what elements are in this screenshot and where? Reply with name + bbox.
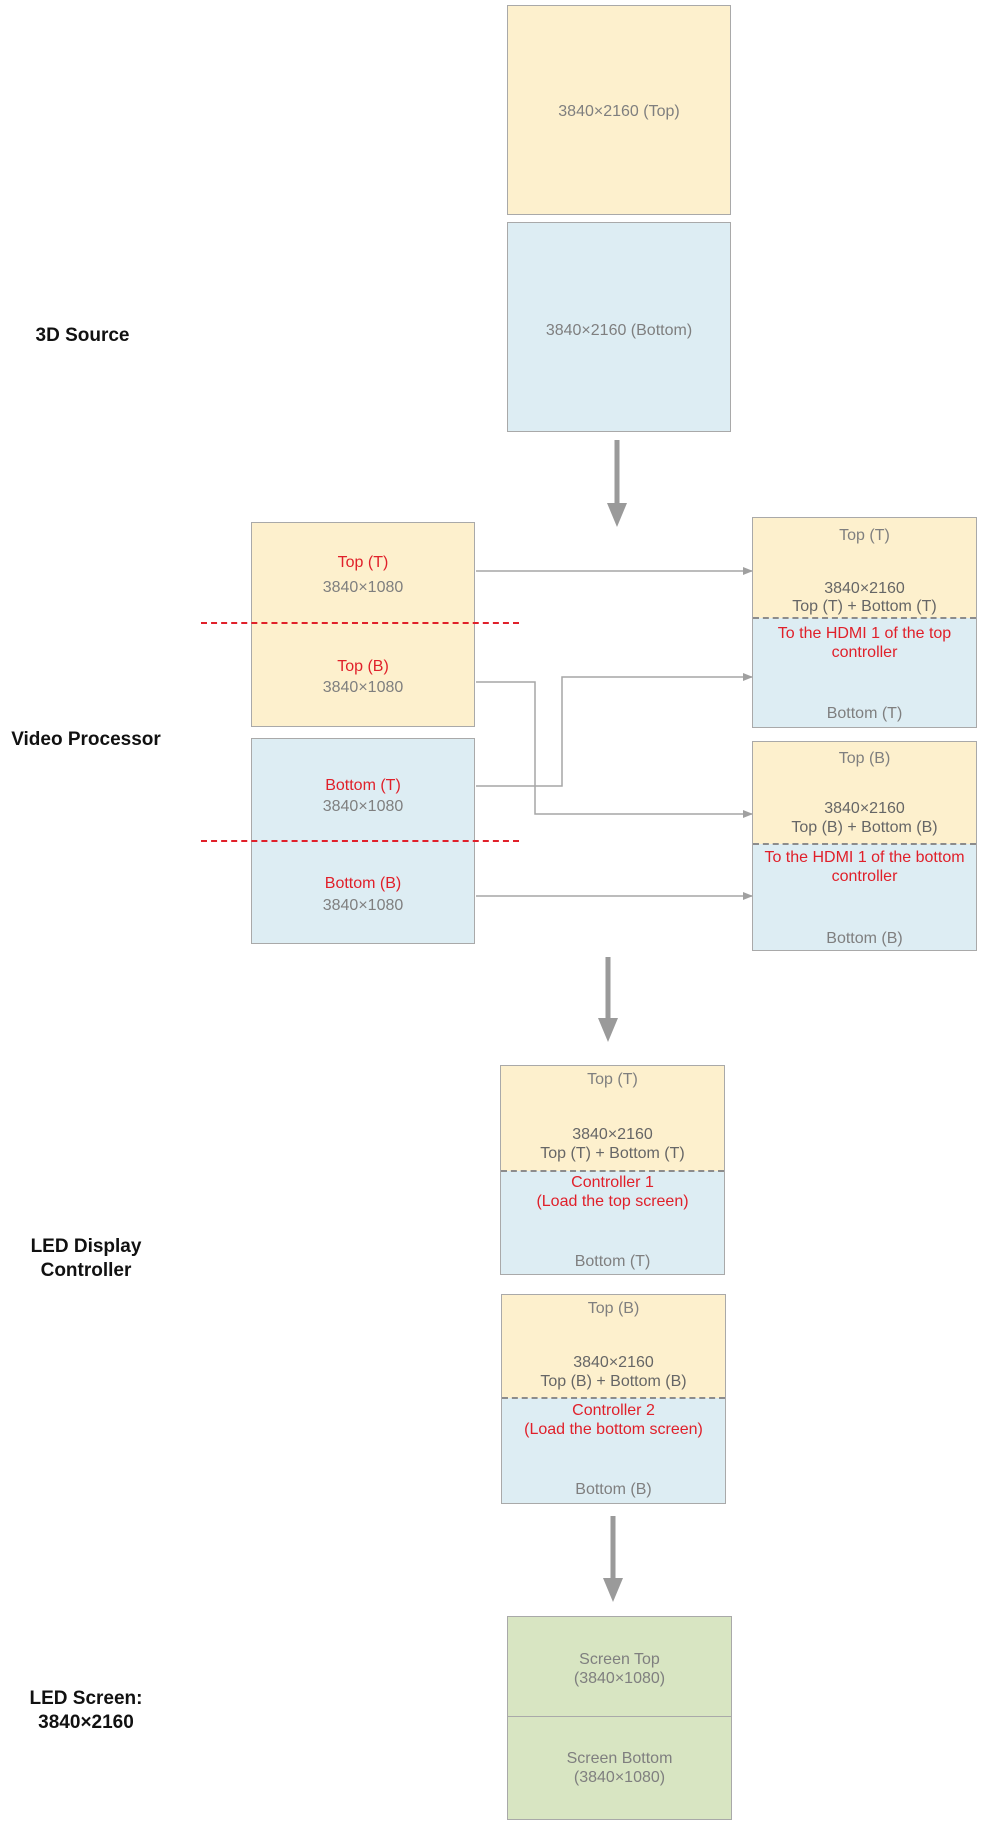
controller-1-combo: Top (T) + Bottom (T) <box>540 1145 685 1162</box>
controller-1-top-half <box>501 1066 724 1171</box>
output-2-divider <box>753 843 976 845</box>
stage-label-video-processor: Video Processor <box>11 729 161 750</box>
input-top-t-label: Top (T) <box>337 554 389 571</box>
screen-divider <box>508 1716 731 1717</box>
screen-top-name: Screen Top <box>579 1651 660 1668</box>
controller-1-bottom-label: Bottom (T) <box>574 1253 651 1270</box>
controller-2-res: 3840×2160 <box>573 1354 654 1371</box>
split-line-bottom <box>201 840 519 842</box>
split-line-top <box>201 622 519 624</box>
controller-2-box: Top (B) 3840×2160 Top (B) + Bottom (B) C… <box>501 1294 726 1504</box>
stage-label-3d-source: 3D Source <box>35 325 130 346</box>
output-1-top-half <box>753 518 976 618</box>
input-bottom-t-label: Bottom (T) <box>325 777 401 794</box>
flow-arrow-processor-to-controller <box>598 957 618 1042</box>
controller-1-bottom-half <box>501 1171 724 1274</box>
controller-1-divider <box>501 1170 724 1172</box>
stage-label-led-screen-line2: 3840×2160 <box>38 1712 134 1733</box>
controller-2-bottom-label: Bottom (B) <box>575 1481 652 1498</box>
output-1-bottom-half <box>753 618 976 727</box>
controller-1-desc: (Load the top screen) <box>536 1193 689 1210</box>
output-2-combo: Top (B) + Bottom (B) <box>791 819 938 836</box>
input-bottom-b-label: Bottom (B) <box>324 875 402 892</box>
source-top-label: 3840×2160 (Top) <box>558 103 680 120</box>
processor-input-top: Top (T) 3840×1080 Top (B) 3840×1080 <box>251 522 475 727</box>
controller-1-box: Top (T) 3840×2160 Top (T) + Bottom (T) C… <box>500 1065 725 1275</box>
stage-label-led-display-controller: LED Display Controller <box>30 1236 142 1281</box>
source-bottom-box: 3840×2160 (Bottom) <box>507 222 731 432</box>
output-1-res: 3840×2160 <box>824 580 905 597</box>
source-top-box: 3840×2160 (Top) <box>507 5 731 215</box>
processor-output-2: Top (B) 3840×2160 Top (B) + Bottom (B) T… <box>752 741 977 951</box>
screen-bottom-res: (3840×1080) <box>573 1769 666 1786</box>
controller-1-top-label: Top (T) <box>587 1071 638 1088</box>
controller-1-res: 3840×2160 <box>572 1126 653 1143</box>
output-2-res: 3840×2160 <box>824 800 905 817</box>
output-2-top-half <box>753 742 976 844</box>
controller-1-name: Controller 1 <box>571 1174 654 1191</box>
flow-arrow-controller-to-screen <box>603 1516 623 1602</box>
output-2-bottom-half <box>753 844 976 950</box>
input-top-b-res: 3840×1080 <box>322 679 404 696</box>
connector-top-b-to-output-2 <box>476 681 753 818</box>
output-2-bottom-label: Bottom (B) <box>826 930 903 947</box>
screen-bottom-name: Screen Bottom <box>566 1750 673 1767</box>
controller-2-desc: (Load the bottom screen) <box>524 1421 703 1438</box>
stage-label-led-screen-line1: LED Screen: <box>29 1688 143 1709</box>
input-bottom-t-res: 3840×1080 <box>322 798 404 815</box>
controller-2-name: Controller 2 <box>572 1402 655 1419</box>
output-1-bottom-label: Bottom (T) <box>826 705 903 722</box>
connector-bottom-t-to-output-1 <box>476 673 753 787</box>
output-2-destination: To the HDMI 1 of the bottom controller <box>764 849 965 885</box>
output-1-top-label: Top (T) <box>839 527 890 544</box>
source-bottom-label: 3840×2160 (Bottom) <box>545 322 693 339</box>
controller-2-combo: Top (B) + Bottom (B) <box>540 1373 687 1390</box>
stage-label-led-screen: LED Screen: 3840×2160 <box>0 1687 172 1735</box>
input-top-b-label: Top (B) <box>337 658 389 675</box>
controller-2-bottom-half <box>502 1398 725 1503</box>
controller-2-divider <box>502 1397 725 1399</box>
input-bottom-b-res: 3840×1080 <box>322 897 404 914</box>
output-1-destination: To the HDMI 1 of the top controller <box>777 625 952 661</box>
screen-top-res: (3840×1080) <box>573 1670 666 1687</box>
processor-output-1: Top (T) 3840×2160 Top (T) + Bottom (T) T… <box>752 517 977 728</box>
flow-arrow-source-to-processor <box>607 440 627 527</box>
led-screen-box: Screen Top (3840×1080) Screen Bottom (38… <box>507 1616 732 1820</box>
output-1-combo: Top (T) + Bottom (T) <box>792 598 937 615</box>
output-1-divider <box>753 617 976 619</box>
controller-2-top-half <box>502 1295 725 1398</box>
controller-2-top-label: Top (B) <box>587 1300 640 1317</box>
output-2-top-label: Top (B) <box>838 750 891 767</box>
input-top-t-res: 3840×1080 <box>322 579 404 596</box>
